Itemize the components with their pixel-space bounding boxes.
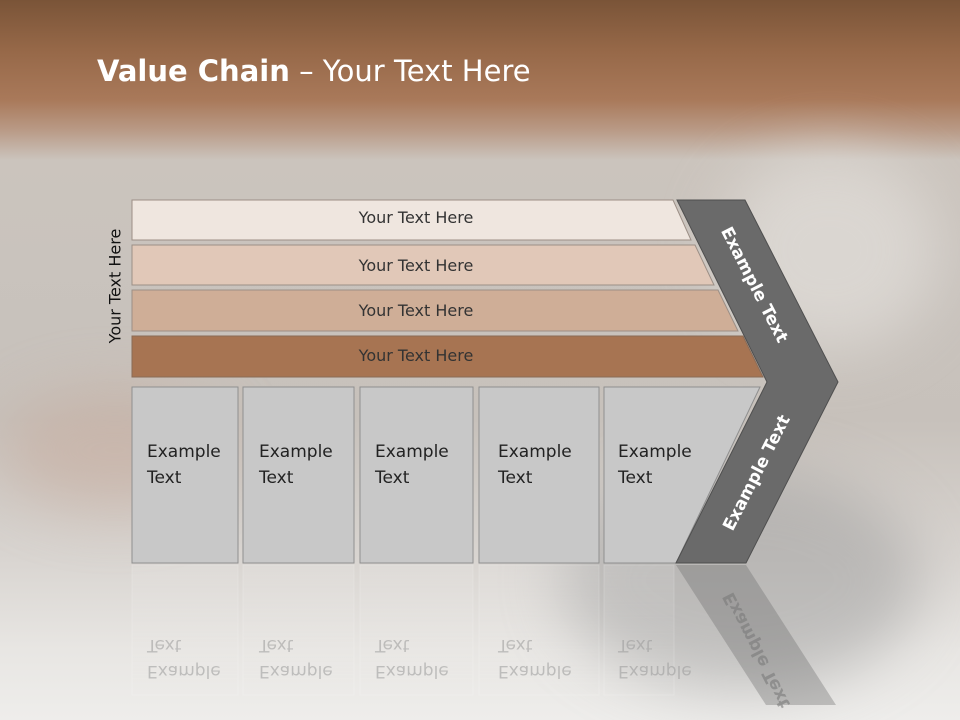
column-label-line: Example (375, 442, 449, 462)
row-shape-2 (131, 244, 715, 286)
column-label-line: Example (147, 442, 221, 462)
column-label-line: Text (618, 468, 653, 488)
row-label-2: Your Text Here (358, 256, 474, 275)
chevron-reflection (676, 565, 836, 705)
column-label-line: Example (498, 442, 572, 462)
page-title: Value Chain – Your Text Here (97, 54, 531, 88)
column-label-2: Example Text (259, 439, 333, 491)
column-shape-3 (359, 386, 474, 564)
column-label-line: Text (498, 468, 533, 488)
column-label-line: Text (147, 468, 182, 488)
column-shape-1 (131, 386, 239, 564)
column-label-line: Text (259, 468, 294, 488)
column-label-3: Example Text (375, 439, 449, 491)
column-label-1: Example Text (147, 439, 221, 491)
columns-reflection (131, 564, 675, 696)
column-label-line: Example (618, 442, 692, 462)
column-shape-2 (242, 386, 355, 564)
column-label-line: Text (375, 468, 410, 488)
column-label-5: Example Text (618, 439, 692, 491)
column-label-line: Example (259, 442, 333, 462)
row-label-1: Your Text Here (358, 208, 474, 227)
column-reflection-text: Example Text (259, 635, 333, 681)
row-shape-4 (131, 335, 764, 378)
title-rest: – Your Text Here (289, 54, 531, 88)
column-reflection-text: Example Text (618, 635, 692, 681)
column-reflection-text: Example Text (147, 635, 221, 681)
row-shape-1 (131, 199, 692, 241)
chevron-shape (675, 199, 839, 564)
row-label-4: Your Text Here (358, 346, 474, 365)
column-shape-4 (478, 386, 600, 564)
row-label-3: Your Text Here (358, 301, 474, 320)
row-shape-3 (131, 289, 739, 332)
column-reflection-text: Example Text (498, 635, 572, 681)
column-label-4: Example Text (498, 439, 572, 491)
title-bold: Value Chain (97, 54, 290, 88)
column-reflection-text: Example Text (375, 635, 449, 681)
